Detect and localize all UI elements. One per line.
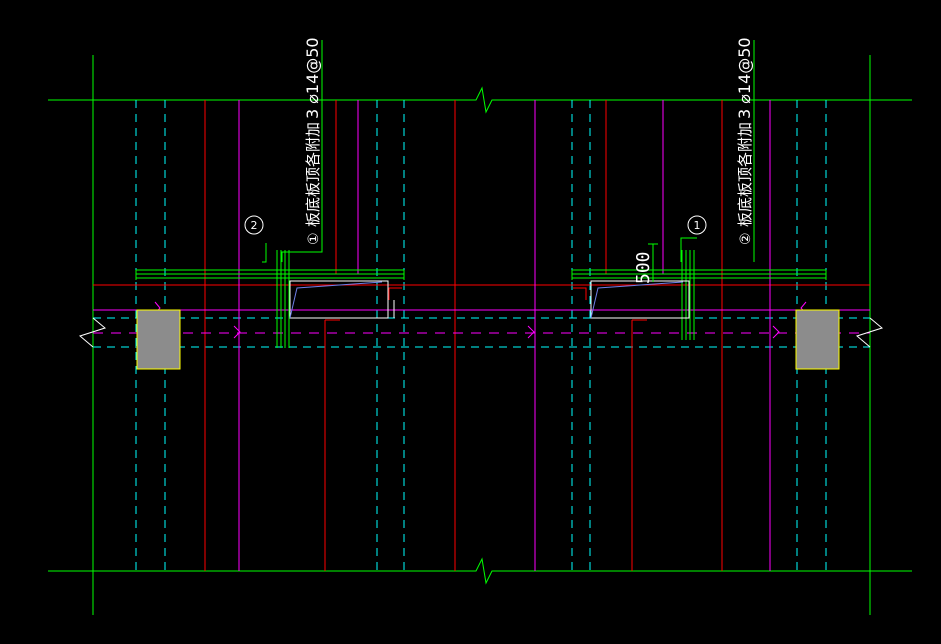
svg-text:2: 2 [251, 219, 258, 232]
callout-text-right: 板底板顶各附加 [736, 122, 754, 227]
slab-opening-rebar-left [135, 250, 405, 348]
red-rebar-lines [204, 100, 723, 571]
callout-marker-left: 2 [244, 215, 264, 235]
callout-number-left: ① [306, 232, 322, 245]
callout-number-right: ② [738, 232, 754, 245]
slab-openings [289, 280, 690, 319]
white-lines [393, 300, 691, 318]
slab-opening-rebar-right [571, 250, 827, 340]
break-marks [78, 317, 884, 348]
callout-text-left: 板底板顶各附加 [304, 122, 322, 227]
callout-marker-right: 1 [687, 215, 707, 235]
magenta-rebar-lines [93, 100, 870, 571]
rebar-spec-left: 3 ⌀14@50 [303, 37, 322, 119]
callout-leaders [262, 40, 755, 263]
svg-text:500: 500 [633, 251, 654, 284]
annotation-right: ② 板底板顶各附加 3 ⌀14@50 [735, 37, 754, 245]
dimension-label: 500 [633, 243, 658, 284]
column-right [795, 309, 840, 370]
svg-text:1: 1 [694, 219, 701, 232]
cyan-dashed-verticals [135, 100, 827, 571]
rebar-spec-right: 3 ⌀14@50 [735, 37, 754, 119]
column-left [136, 309, 181, 370]
annotation-left: ① 板底板顶各附加 3 ⌀14@50 [303, 37, 322, 245]
cyan-dashed-horizontals [93, 317, 870, 348]
